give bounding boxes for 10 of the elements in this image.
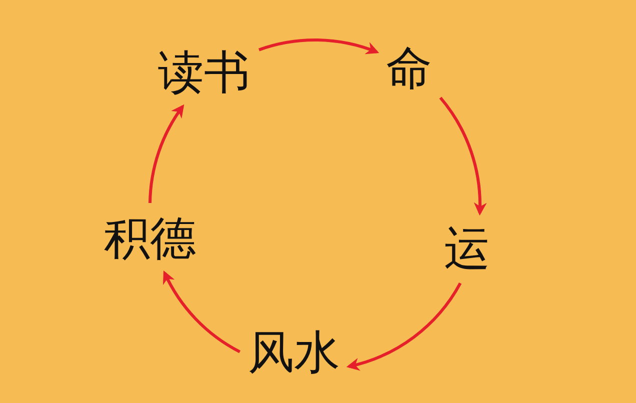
arrow: [258, 38, 380, 55]
arrow: [439, 96, 486, 216]
node-label: 命: [386, 42, 432, 94]
node-label: 风水: [248, 326, 340, 378]
node-label: 运: [444, 222, 490, 274]
arrow: [148, 104, 184, 204]
node-label: 读书: [158, 46, 250, 98]
arrow: [346, 282, 462, 370]
node-label: 积德: [104, 212, 196, 264]
arrow: [163, 270, 241, 354]
